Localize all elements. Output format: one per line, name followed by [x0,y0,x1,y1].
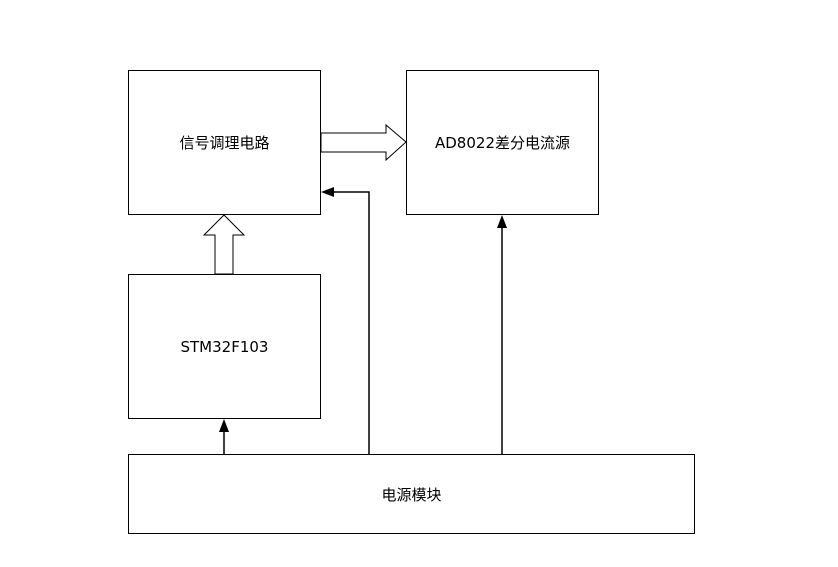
signal-conditioning-label: 信号调理电路 [179,134,270,152]
signal-conditioning-block: 信号调理电路 [128,70,321,215]
arrowhead-power-to-signal [321,187,334,197]
arrow-stm-to-signal [202,214,246,275]
arrowhead-power-to-source [497,215,507,228]
differential-current-source-block: AD8022差分电流源 [406,70,599,215]
arrowhead-power-to-stm [219,419,229,432]
mcu-label: STM32F103 [180,337,269,356]
power-module-label: 电源模块 [381,485,442,504]
mcu-block: STM32F103 [128,274,321,419]
power-module-block: 电源模块 [128,454,695,534]
differential-current-source-label: AD8022差分电流源 [435,134,570,152]
arrow-signal-to-source [320,123,407,162]
line-power-to-signal [333,191,370,454]
